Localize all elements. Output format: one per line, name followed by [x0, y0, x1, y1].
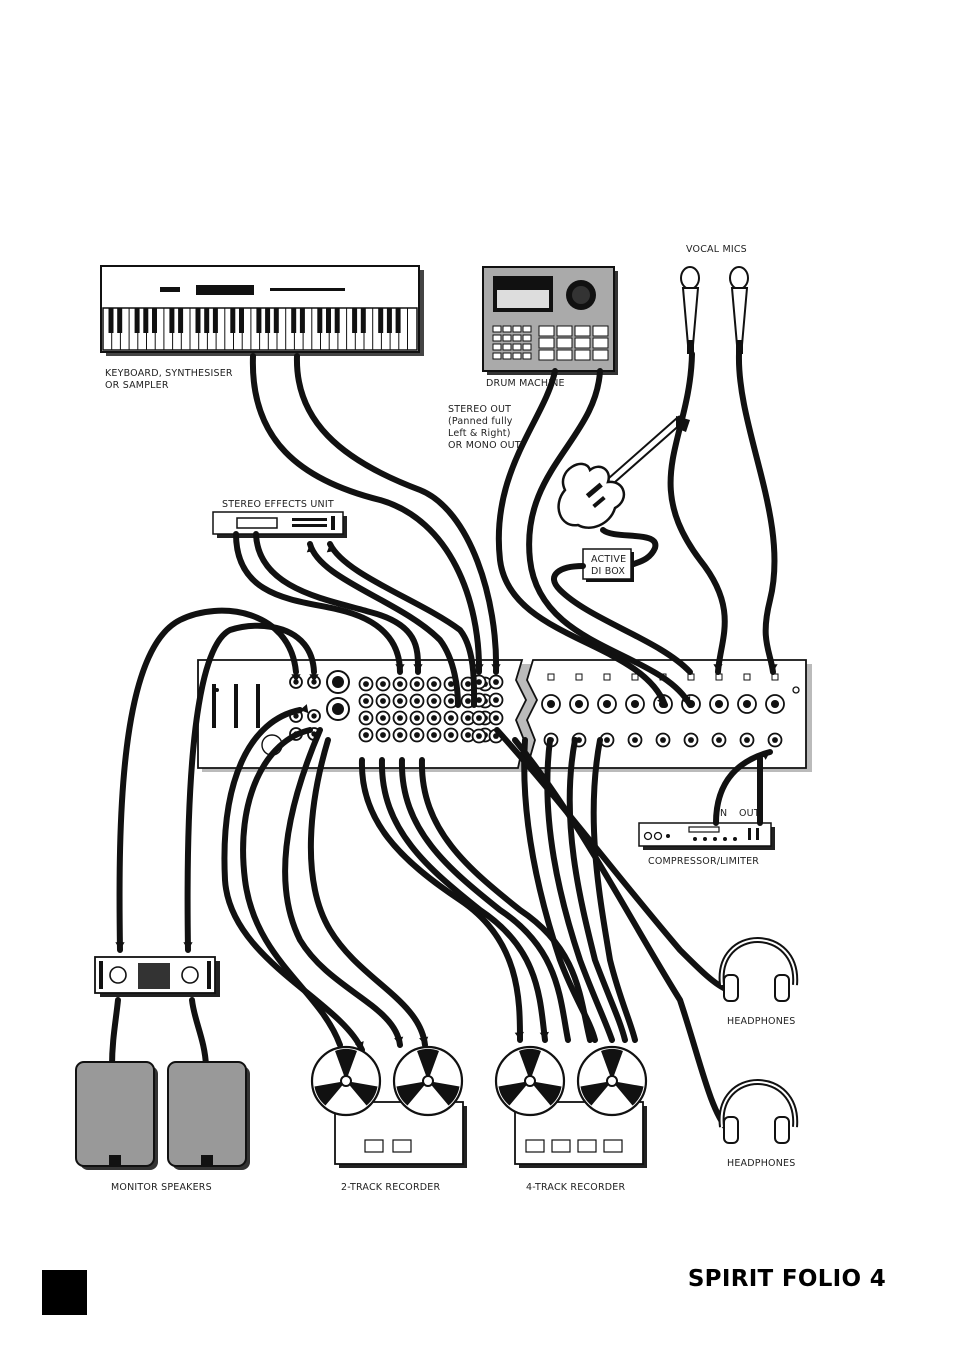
drum-machine-label: DRUM MACHINE: [486, 378, 565, 389]
stereo-out-note-4: OR MONO OUT: [448, 440, 521, 451]
stereo-out-note-1: STEREO OUT: [448, 404, 511, 415]
headphones-1-label: HEADPHONES: [727, 1016, 795, 1027]
headphones-1: [718, 937, 799, 1002]
electric-guitar: [557, 415, 690, 529]
monitor-speaker-right: [167, 1061, 250, 1170]
vocal-mic-2: [729, 266, 749, 354]
vocal-mics-label: VOCAL MICS: [686, 244, 747, 255]
stereo-effects-label: STEREO EFFECTS UNIT: [222, 499, 334, 510]
four-track-recorder: [494, 1045, 648, 1168]
keyboard-label-2: OR SAMPLER: [105, 380, 169, 391]
four-track-label: 4-TRACK RECORDER: [526, 1182, 625, 1193]
compressor-out-label: OUT: [739, 808, 760, 819]
drum-machine: [482, 266, 618, 375]
two-track-label: 2-TRACK RECORDER: [341, 1182, 440, 1193]
mixer-jacks: [289, 673, 785, 748]
headphones-2-label: HEADPHONES: [727, 1158, 795, 1169]
tape-reels: [494, 1045, 648, 1117]
stereo-out-note-2: (Panned fully: [448, 416, 513, 427]
stereo-effects-unit: [212, 511, 347, 538]
active-di-label-1: ACTIVE: [591, 554, 626, 565]
tape-reels: [310, 1045, 464, 1117]
page-corner-block: [42, 1270, 87, 1315]
power-amplifier: [94, 956, 220, 997]
compressor-label: COMPRESSOR/LIMITER: [648, 856, 759, 867]
drum-pads: [492, 325, 609, 361]
spirit-folio-mixer: [197, 659, 812, 772]
cable-arrowheads: [115, 544, 778, 1050]
monitor-speaker-left: [75, 1061, 158, 1170]
compressor-in-label: IN: [717, 808, 727, 819]
active-di-box: [582, 548, 634, 582]
stereo-out-note-3: Left & Right): [448, 428, 511, 439]
compressor-limiter: [638, 822, 775, 850]
active-di-label-2: DI BOX: [591, 566, 625, 577]
keyboard-synthesiser: [100, 265, 424, 356]
monitor-speakers-label: MONITOR SPEAKERS: [111, 1182, 212, 1193]
brand-title: SPIRIT FOLIO 4: [687, 1266, 886, 1292]
vocal-mic-1: [680, 266, 700, 354]
headphones-2: [718, 1079, 799, 1144]
cables: [116, 351, 778, 1133]
keyboard-label-1: KEYBOARD, SYNTHESISER: [105, 368, 233, 379]
two-track-recorder: [310, 1045, 467, 1168]
keyboard-keys: [102, 308, 408, 350]
